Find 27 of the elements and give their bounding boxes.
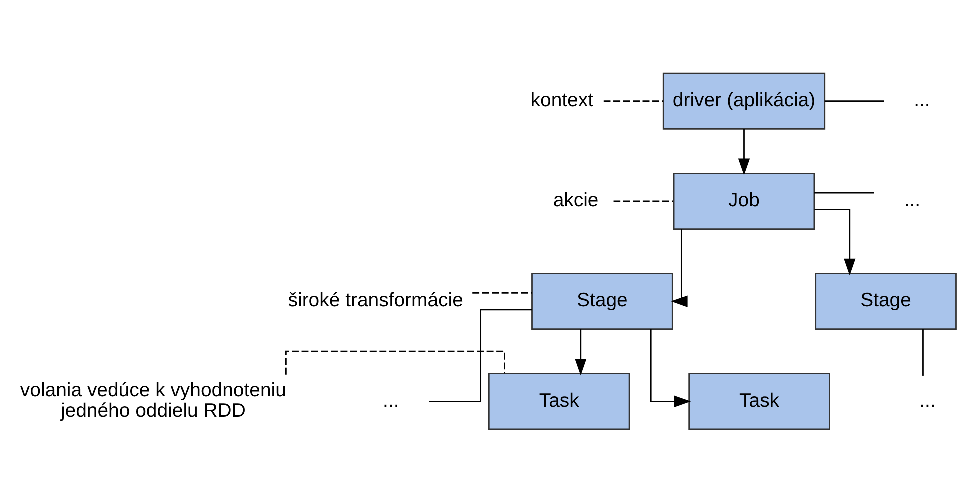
- connector: [429, 309, 532, 402]
- node-text: ...: [383, 390, 400, 412]
- arrow: [575, 329, 587, 376]
- connector: [604, 100, 664, 102]
- node-text: ...: [914, 90, 930, 112]
- node-text: volania vedúce k vyhodnoteniu jedného oddielu RDD: [20, 379, 286, 422]
- node-text: kontext: [530, 90, 594, 112]
- connector: [922, 329, 924, 376]
- arrow: [738, 129, 750, 176]
- node-box: Stage: [815, 273, 957, 330]
- node-box: Stage: [532, 273, 674, 330]
- node-box: Task: [688, 373, 830, 430]
- arrow: [650, 329, 692, 408]
- connector: [286, 350, 506, 375]
- node-box: Job: [673, 172, 816, 230]
- node-text: ...: [920, 390, 936, 412]
- arrow: [671, 229, 688, 308]
- node-box: driver (aplikácia): [662, 72, 826, 130]
- node-text: akcie: [553, 190, 599, 212]
- node-text: ...: [904, 190, 921, 212]
- node-text: široké transformácie: [288, 290, 464, 312]
- connector: [824, 100, 884, 102]
- connector: [472, 292, 532, 294]
- connector: [814, 192, 874, 194]
- arrow: [814, 209, 856, 276]
- connector: [614, 200, 674, 202]
- node-box: Task: [488, 373, 630, 430]
